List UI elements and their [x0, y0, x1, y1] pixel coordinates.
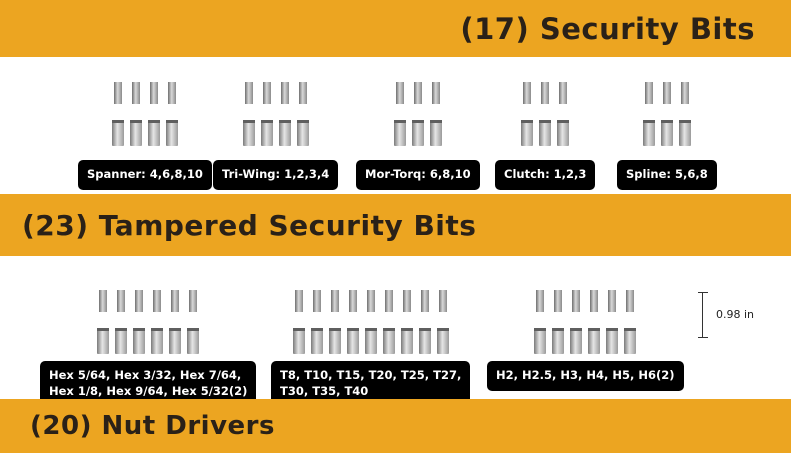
bit-image	[242, 82, 255, 146]
bit-image	[552, 290, 565, 354]
bit-image	[539, 82, 552, 146]
bit-image	[364, 290, 377, 354]
bit-image	[278, 82, 291, 146]
bit-image	[169, 290, 182, 354]
bit-image	[151, 290, 164, 354]
bit-group-triwing: Tri-Wing: 1,2,3,4	[213, 82, 339, 190]
bit-image	[328, 290, 341, 354]
bit-image	[129, 82, 142, 146]
dimension-marker	[698, 292, 708, 338]
bit-image	[429, 82, 442, 146]
bit-image	[111, 82, 124, 146]
section-title: (20) Nut Drivers	[30, 411, 275, 441]
bit-label-line: T8, T10, T15, T20, T25, T27,	[280, 368, 462, 382]
bit-group-hex-inch: Hex 5/64, Hex 3/32, Hex 7/64, Hex 1/8, H…	[40, 290, 257, 407]
bit-image	[521, 82, 534, 146]
bit-image	[147, 82, 160, 146]
bit-image	[588, 290, 601, 354]
bit-image	[570, 290, 583, 354]
bit-images	[111, 82, 178, 146]
bit-images	[393, 82, 442, 146]
bit-image	[97, 290, 110, 354]
bit-image	[393, 82, 406, 146]
bit-image	[115, 290, 128, 354]
bit-label: Spline: 5,6,8	[617, 160, 717, 190]
bit-image	[400, 290, 413, 354]
bit-image	[678, 82, 691, 146]
bit-label: T8, T10, T15, T20, T25, T27, T30, T35, T…	[271, 361, 471, 407]
bit-image	[165, 82, 178, 146]
bit-image	[534, 290, 547, 354]
bit-label: Mor-Torq: 6,8,10	[356, 160, 480, 190]
bit-group-spline: Spline: 5,6,8	[617, 82, 717, 190]
dimension-label: 0.98 in	[716, 308, 755, 321]
bit-group-mor-torq: Mor-Torq: 6,8,10	[356, 82, 480, 190]
bit-image	[418, 290, 431, 354]
bit-images	[642, 82, 691, 146]
bit-images	[292, 290, 449, 354]
bit-image	[296, 82, 309, 146]
bit-label: H2, H2.5, H3, H4, H5, H6(2)	[487, 361, 684, 391]
section-header-nut-drivers: (20) Nut Drivers	[0, 399, 791, 453]
bit-group-torx: T8, T10, T15, T20, T25, T27, T30, T35, T…	[271, 290, 471, 407]
bit-group-spanner: Spanner: 4,6,8,10	[78, 82, 212, 190]
bit-label: Hex 5/64, Hex 3/32, Hex 7/64, Hex 1/8, H…	[40, 361, 257, 407]
bit-label: Clutch: 1,2,3	[495, 160, 596, 190]
bit-image	[436, 290, 449, 354]
bit-image	[346, 290, 359, 354]
bit-image	[660, 82, 673, 146]
bit-images	[242, 82, 309, 146]
bit-label: Spanner: 4,6,8,10	[78, 160, 212, 190]
bit-label-line: T30, T35, T40	[280, 383, 369, 398]
bit-image	[382, 290, 395, 354]
bit-image	[310, 290, 323, 354]
bit-group-hex-metric: H2, H2.5, H3, H4, H5, H6(2)	[487, 290, 684, 391]
section-title: (17) Security Bits	[460, 11, 755, 46]
bit-label-line: Hex 5/64, Hex 3/32, Hex 7/64,	[49, 368, 242, 382]
bit-image	[411, 82, 424, 146]
bit-label-line: Hex 1/8, Hex 9/64, Hex 5/32(2)	[49, 383, 248, 398]
section-header-tampered-security-bits: (23) Tampered Security Bits	[0, 194, 791, 256]
bit-image	[642, 82, 655, 146]
bit-images	[534, 290, 637, 354]
bit-images	[521, 82, 570, 146]
bit-image	[606, 290, 619, 354]
bit-image	[260, 82, 273, 146]
bit-image	[292, 290, 305, 354]
bit-images	[97, 290, 200, 354]
section-title: (23) Tampered Security Bits	[22, 208, 477, 242]
bit-image	[624, 290, 637, 354]
bit-label: Tri-Wing: 1,2,3,4	[213, 160, 339, 190]
bit-image	[557, 82, 570, 146]
section-header-security-bits: (17) Security Bits	[0, 0, 791, 57]
bit-image	[133, 290, 146, 354]
bit-group-clutch: Clutch: 1,2,3	[495, 82, 596, 190]
bit-image	[187, 290, 200, 354]
